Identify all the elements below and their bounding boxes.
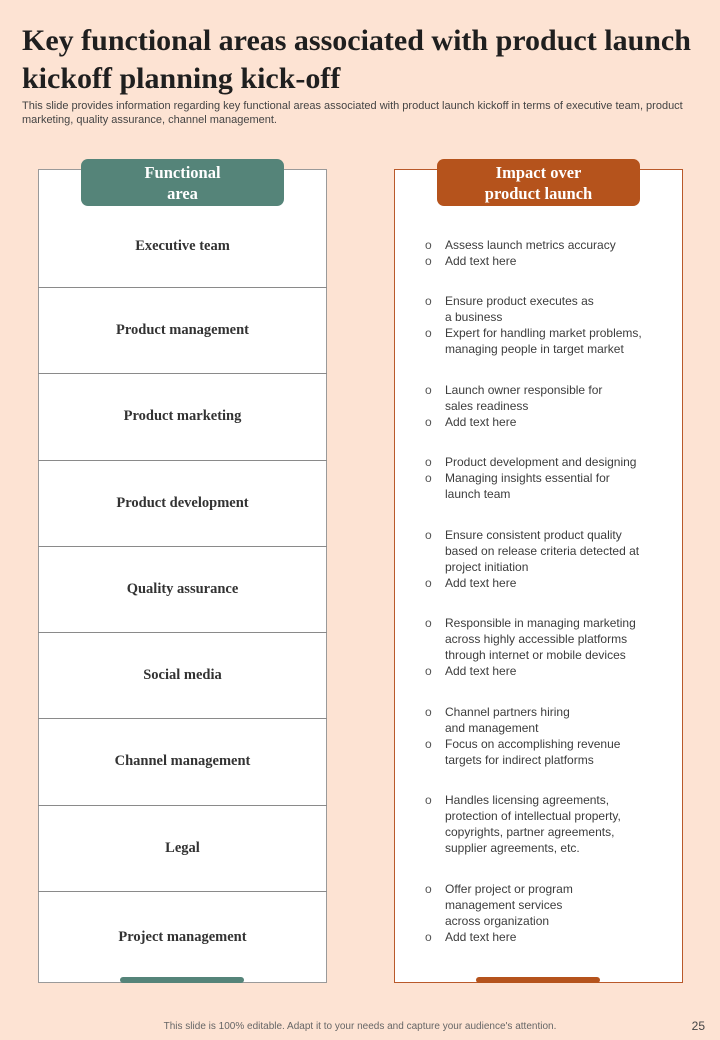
impact-item: o Add text here [425,929,675,945]
row-divider [38,718,327,719]
right-bottom-accent [476,977,600,983]
bullet-circle-icon: o [425,254,432,268]
left-bottom-accent [120,977,244,983]
bullet-circle-icon: o [425,326,432,340]
bullet-circle-icon: o [425,238,432,252]
impact-text: Add text here [445,664,517,678]
functional-area-label: Product development [116,494,249,511]
impact-item: o Expert for handling market problems, ma… [425,325,675,357]
impact-item: o Ensure consistent product quality based… [425,527,675,575]
impact-list: o Launch owner responsible for sales read… [425,382,675,430]
impact-list: o Responsible in managing marketing acros… [425,615,675,679]
bullet-circle-icon: o [425,737,432,751]
impact-text: Launch owner responsible for sales readi… [445,383,603,413]
impact-text: Expert for handling market problems, man… [445,326,642,356]
bullet-circle-icon: o [425,455,432,469]
impact-text: Ensure consistent product quality based … [445,528,640,574]
page-number: 25 [691,1019,705,1033]
impact-text: Handles licensing agreements, protection… [445,793,621,855]
bullet-circle-icon: o [425,528,432,542]
impact-text: Focus on accomplishing revenue targets f… [445,737,621,767]
bullet-circle-icon: o [425,930,432,944]
functional-area-label: Product marketing [123,408,242,424]
bullet-circle-icon: o [425,576,432,590]
impact-text: Add text here [445,415,517,429]
row-divider [38,805,327,806]
functional-area-label: Product management [115,321,250,338]
bullet-circle-icon: o [425,882,432,896]
impact-text: Add text here [445,930,517,944]
impact-text: Offer project or program management serv… [445,882,573,928]
bullet-circle-icon: o [425,664,432,678]
impact-item: o Responsible in managing marketing acros… [425,615,675,663]
impact-text: Add text here [445,254,517,268]
functional-area-label: Quality assurance [126,580,239,597]
row-divider [38,546,327,547]
impact-item: o Add text here [425,253,675,269]
slide-title: Key functional areas associated with pro… [22,24,691,95]
impact-item: o Assess launch metrics accuracy [425,237,675,253]
functional-area-label: Social media [143,666,222,683]
impact-item: o Product development and designing [425,454,675,470]
functional-area-label: Channel management [114,753,251,769]
row-divider [38,373,327,374]
impact-item: o Handles licensing agreements, protectio… [425,792,675,856]
row-divider [38,460,327,461]
impact-item: o Channel partners hiring and management [425,704,675,736]
impact-list: o Ensure consistent product quality based… [425,527,675,591]
bullet-circle-icon: o [425,415,432,429]
functional-area-label: Executive team [135,238,230,254]
impact-text: Channel partners hiring and management [445,705,570,735]
bullet-circle-icon: o [425,471,432,485]
impact-text: Add text here [445,576,517,590]
impact-header: Impact over product launch [437,159,640,206]
impact-item: o Launch owner responsible for sales read… [425,382,675,414]
functional-area-label: Project management [118,928,247,945]
impact-item: o Offer project or program management ser… [425,881,675,929]
slide-subtitle: This slide provides information regardin… [22,100,683,126]
impact-list: o Offer project or program management ser… [425,881,675,945]
impact-text: Product development and designing [445,455,637,469]
bullet-circle-icon: o [425,294,432,308]
bullet-circle-icon: o [425,705,432,719]
impact-item: o Add text here [425,414,675,430]
footer-note: This slide is 100% editable. Adapt it to… [163,1021,557,1032]
functional-area-header: Functional area [81,159,284,206]
impact-text: Ensure product executes as a business [445,294,594,324]
bullet-circle-icon: o [425,383,432,397]
impact-item: o Add text here [425,663,675,679]
row-divider [38,891,327,892]
bullet-circle-icon: o [425,793,432,807]
impact-text: Responsible in managing marketing across… [445,616,636,662]
functional-area-panel [38,169,327,983]
impact-item: o Add text here [425,575,675,591]
impact-item: o Managing insights essential for launch … [425,470,675,502]
impact-list: o Handles licensing agreements, protectio… [425,792,675,856]
impact-item: o Ensure product executes as a business [425,293,675,325]
functional-area-label: Legal [165,839,200,856]
impact-text: Managing insights essential for launch t… [445,471,610,501]
row-divider [38,632,327,633]
impact-item: o Focus on accomplishing revenue targets … [425,736,675,768]
impact-text: Assess launch metrics accuracy [445,238,616,252]
row-divider [38,287,327,288]
bullet-circle-icon: o [425,616,432,630]
impact-panel [394,169,683,983]
